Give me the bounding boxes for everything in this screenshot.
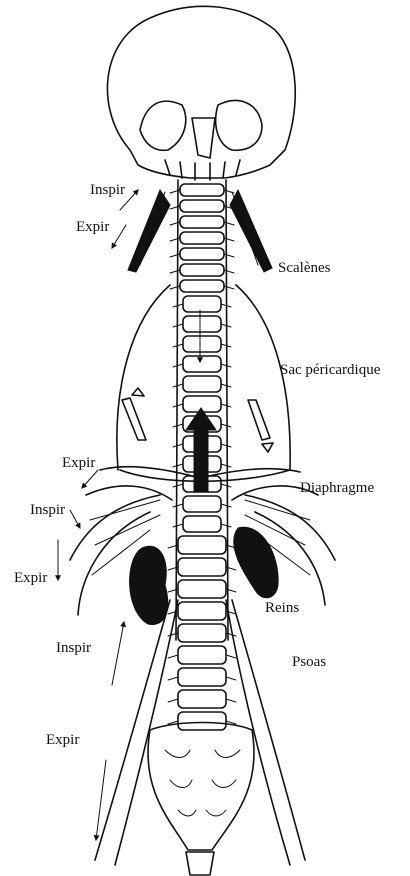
label-scalenes: Scalènes: [278, 260, 331, 276]
vertebra: [178, 712, 226, 730]
label-expir-neck: Expir: [76, 219, 109, 235]
psoas-muscles: [95, 600, 305, 865]
vertebra: [180, 200, 224, 212]
label-sac-pericardique: Sac péricardique: [280, 362, 381, 378]
vertebra-process: [173, 304, 231, 307]
vertebra-process: [173, 364, 231, 367]
label-psoas: Psoas: [292, 654, 326, 670]
vertebra: [178, 624, 226, 642]
label-expir-psoas: Expir: [46, 732, 79, 748]
pelvis: [148, 723, 254, 876]
vertebra-process: [173, 324, 231, 327]
inspir-ribs-arrow: [70, 510, 80, 528]
vertebra: [183, 376, 221, 392]
label-expir-diaphragm: Expir: [62, 455, 95, 471]
vertebra-process: [173, 344, 231, 347]
movement-arrows: [58, 190, 273, 840]
vertebra: [183, 336, 221, 352]
label-diaphragme: Diaphragme: [300, 480, 374, 496]
left-thorax-arrow: [122, 398, 146, 440]
label-inspir-psoas: Inspir: [56, 640, 91, 656]
vertebra: [178, 668, 226, 686]
vertebra: [180, 264, 224, 276]
vertebra: [178, 690, 226, 708]
expir-diaphragm-arrow: [82, 470, 98, 488]
vertebra: [180, 248, 224, 260]
vertebra: [183, 496, 221, 512]
vertebra: [183, 316, 221, 332]
vertebra: [178, 646, 226, 664]
vertebra-process: [173, 504, 231, 507]
vertebra: [180, 216, 224, 228]
inspir-psoas-arrow: [112, 622, 124, 685]
vertebra: [183, 356, 221, 372]
vertebra: [178, 602, 226, 620]
vertebra-process: [173, 384, 231, 387]
vertebra: [180, 280, 224, 292]
expir-neck-arrow: [112, 225, 126, 248]
vertebra: [183, 516, 221, 532]
vertebra-process: [173, 524, 231, 527]
label-inspir-neck: Inspir: [90, 182, 125, 198]
label-inspir-ribs: Inspir: [30, 502, 65, 518]
skull: [107, 6, 295, 180]
vertebra: [183, 296, 221, 312]
right-thorax-arrow: [248, 400, 270, 440]
vertebra: [178, 536, 226, 554]
vertebra: [180, 232, 224, 244]
vertebra-process: [173, 404, 231, 407]
label-reins: Reins: [265, 600, 299, 616]
vertebra: [178, 580, 226, 598]
label-expir-ribs: Expir: [14, 570, 47, 586]
vertebra: [180, 184, 224, 196]
central-up-arrow: [186, 408, 216, 492]
vertebra: [178, 558, 226, 576]
